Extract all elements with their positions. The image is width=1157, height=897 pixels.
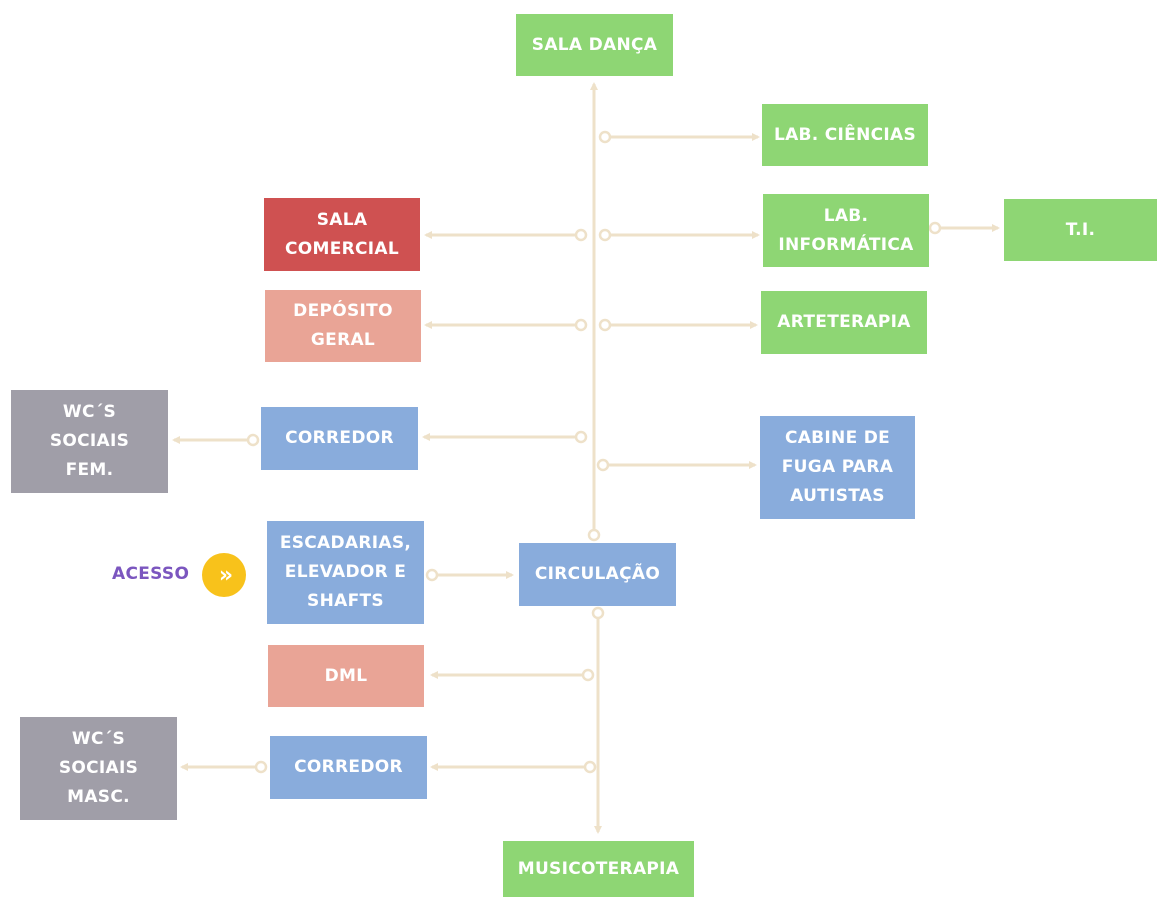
node-circulacao: CIRCULAÇÃO — [519, 543, 676, 606]
node-cabine-fuga: CABINE DE FUGA PARA AUTISTAS — [760, 416, 915, 519]
connector-dot — [246, 433, 260, 447]
connector-dot — [598, 318, 612, 332]
connector-dot — [425, 568, 439, 582]
node-corredor-top: CORREDOR — [261, 407, 418, 470]
connector-dot — [574, 430, 588, 444]
node-escadarias: ESCADARIAS, ELEVADOR E SHAFTS — [267, 521, 424, 624]
connector-dot — [598, 130, 612, 144]
connector-dot — [254, 760, 268, 774]
node-deposito-geral: DEPÓSITO GERAL — [265, 290, 421, 362]
access-label: ACESSO — [112, 564, 190, 584]
connector-dot — [928, 221, 942, 235]
double-chevron-right-icon: » — [202, 553, 246, 597]
node-sala-danca: SALA DANÇA — [516, 14, 673, 76]
connector-dot — [596, 458, 610, 472]
node-ti: T.I. — [1004, 199, 1157, 261]
node-lab-ciencias: LAB. CIÊNCIAS — [762, 104, 928, 166]
node-lab-informatica: LAB. INFORMÁTICA — [763, 194, 929, 267]
node-musicoterapia: MUSICOTERAPIA — [503, 841, 694, 897]
node-corredor-bottom: CORREDOR — [270, 736, 427, 799]
connector-dot — [574, 228, 588, 242]
connector-dot — [598, 228, 612, 242]
connector-dot — [583, 760, 597, 774]
node-sala-comercial: SALA COMERCIAL — [264, 198, 420, 271]
connector-dot — [581, 668, 595, 682]
connector-dot — [591, 606, 605, 620]
node-wc-sociais-fem: WC´S SOCIAIS FEM. — [11, 390, 168, 493]
node-dml: DML — [268, 645, 424, 707]
connector-dot — [587, 528, 601, 542]
connector-dot — [574, 318, 588, 332]
node-arteterapia: ARTETERAPIA — [761, 291, 927, 354]
node-wc-sociais-masc: WC´S SOCIAIS MASC. — [20, 717, 177, 820]
